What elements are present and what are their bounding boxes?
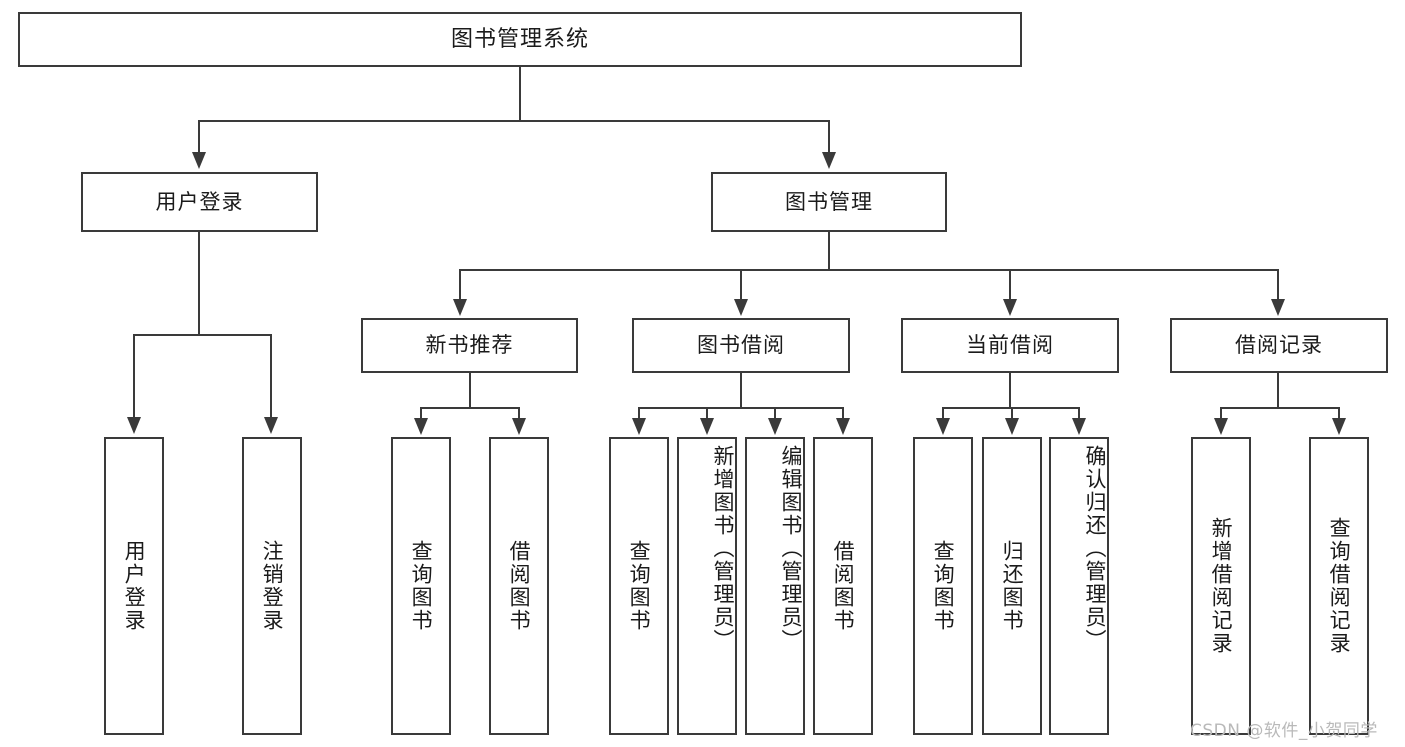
leaf-label: 编辑图书（管理员） xyxy=(779,445,803,652)
connector-user-login-bus xyxy=(133,334,271,336)
node-label: 用户登录 xyxy=(155,189,244,214)
leaf-bb-borrow-book[interactable]: 借阅图书 xyxy=(813,437,873,735)
connector-nbr-to-leaf-1 xyxy=(518,407,520,421)
connector-cb-stem xyxy=(1009,373,1011,409)
watermark-text: CSDN @软件_小贺同学 xyxy=(1190,721,1378,741)
node-label: 图书管理系统 xyxy=(450,26,589,52)
leaf-label: 查询图书 xyxy=(627,540,652,632)
node-borrow-record[interactable]: 借阅记录 xyxy=(1170,318,1388,373)
connector-bm-to-current-borrow xyxy=(1009,269,1011,302)
connector-root-stem xyxy=(519,67,521,121)
arrowhead-nbr-leaf-1 xyxy=(512,418,526,435)
connector-book-management-bus xyxy=(459,269,1278,271)
leaf-label: 借阅图书 xyxy=(831,540,856,632)
connector-cb-to-leaf-1 xyxy=(1011,407,1013,421)
leaf-label: 查询图书 xyxy=(931,540,956,632)
leaf-user-login[interactable]: 用户登录 xyxy=(104,437,164,735)
connector-nbr-bus xyxy=(420,407,520,409)
leaf-br-query-record[interactable]: 查询借阅记录 xyxy=(1309,437,1369,735)
arrowhead-nbr-leaf-0 xyxy=(414,418,428,435)
node-current-borrow[interactable]: 当前借阅 xyxy=(901,318,1119,373)
leaf-label: 新增借阅记录 xyxy=(1209,517,1234,655)
leaf-logout[interactable]: 注销登录 xyxy=(242,437,302,735)
connector-br-to-leaf-0 xyxy=(1220,407,1222,421)
arrowhead-br-leaf-0 xyxy=(1214,418,1228,435)
leaf-label: 用户登录 xyxy=(122,540,147,632)
arrowhead-cb-leaf-1 xyxy=(1005,418,1019,435)
leaf-label: 查询借阅记录 xyxy=(1327,517,1352,655)
connector-root-to-book-management xyxy=(828,120,830,155)
node-root-book-management-system[interactable]: 图书管理系统 xyxy=(18,12,1022,67)
node-label: 当前借阅 xyxy=(966,333,1054,358)
connector-bb-bus xyxy=(638,407,844,409)
connector-root-to-user-login xyxy=(198,120,200,155)
arrowhead-bb-leaf-2 xyxy=(768,418,782,435)
node-label: 借阅记录 xyxy=(1235,333,1323,358)
leaf-label: 借阅图书 xyxy=(507,540,532,632)
arrowhead-borrow-record xyxy=(1271,299,1285,316)
connector-bb-to-leaf-3 xyxy=(842,407,844,421)
connector-bb-stem xyxy=(740,373,742,409)
arrowhead-bb-leaf-1 xyxy=(700,418,714,435)
leaf-bb-edit-book-admin[interactable]: 编辑图书（管理员） xyxy=(745,437,805,735)
leaf-label: 新增图书（管理员） xyxy=(711,445,735,652)
connector-user-login-to-leaf-1 xyxy=(270,334,272,419)
arrowhead-user-login-leaf-0 xyxy=(127,417,141,434)
arrowhead-user-login-leaf-1 xyxy=(264,417,278,434)
node-label: 新书推荐 xyxy=(425,333,514,358)
connector-cb-bus xyxy=(942,407,1079,409)
node-book-borrow[interactable]: 图书借阅 xyxy=(632,318,850,373)
connector-user-login-to-leaf-0 xyxy=(133,334,135,419)
connector-bm-to-borrow-record xyxy=(1277,269,1279,302)
connector-cb-to-leaf-2 xyxy=(1078,407,1080,421)
node-label: 图书借阅 xyxy=(697,333,785,358)
leaf-label: 查询图书 xyxy=(409,540,434,632)
arrowhead-book-borrow xyxy=(734,299,748,316)
arrowhead-bb-leaf-3 xyxy=(836,418,850,435)
leaf-label: 注销登录 xyxy=(260,540,285,632)
arrowhead-bb-leaf-0 xyxy=(632,418,646,435)
arrowhead-cb-leaf-2 xyxy=(1072,418,1086,435)
connector-root-bus xyxy=(198,120,830,122)
arrowhead-to-user-login xyxy=(192,152,206,169)
connector-bb-to-leaf-0 xyxy=(638,407,640,421)
leaf-label: 确认归还（管理员） xyxy=(1083,445,1107,652)
connector-br-stem xyxy=(1277,373,1279,409)
connector-bm-to-book-borrow xyxy=(740,269,742,302)
arrowhead-current-borrow xyxy=(1003,299,1017,316)
connector-br-bus xyxy=(1220,407,1340,409)
leaf-nbr-borrow-book[interactable]: 借阅图书 xyxy=(489,437,549,735)
connector-user-login-stem xyxy=(198,232,200,335)
connector-br-to-leaf-1 xyxy=(1338,407,1340,421)
node-new-book-recommend[interactable]: 新书推荐 xyxy=(361,318,578,373)
connector-cb-to-leaf-0 xyxy=(942,407,944,421)
connector-nbr-stem xyxy=(469,373,471,409)
leaf-cb-query-book[interactable]: 查询图书 xyxy=(913,437,973,735)
leaf-br-add-record[interactable]: 新增借阅记录 xyxy=(1191,437,1251,735)
connector-bb-to-leaf-2 xyxy=(774,407,776,421)
node-user-login[interactable]: 用户登录 xyxy=(81,172,318,232)
arrowhead-br-leaf-1 xyxy=(1332,418,1346,435)
leaf-nbr-query-book[interactable]: 查询图书 xyxy=(391,437,451,735)
connector-nbr-to-leaf-0 xyxy=(420,407,422,421)
arrowhead-to-book-management xyxy=(822,152,836,169)
leaf-cb-return-book[interactable]: 归还图书 xyxy=(982,437,1042,735)
arrowhead-cb-leaf-0 xyxy=(936,418,950,435)
connector-bb-to-leaf-1 xyxy=(706,407,708,421)
leaf-bb-add-book-admin[interactable]: 新增图书（管理员） xyxy=(677,437,737,735)
leaf-label: 归还图书 xyxy=(1000,540,1025,632)
leaf-cb-confirm-return-admin[interactable]: 确认归还（管理员） xyxy=(1049,437,1109,735)
node-label: 图书管理 xyxy=(785,189,873,214)
node-book-management[interactable]: 图书管理 xyxy=(711,172,947,232)
arrowhead-new-book-recommend xyxy=(453,299,467,316)
connector-book-management-stem xyxy=(828,232,830,271)
leaf-bb-query-book[interactable]: 查询图书 xyxy=(609,437,669,735)
watermark-csdn: CSDN @软件_小贺同学 xyxy=(1190,716,1378,741)
connector-bm-to-new-book xyxy=(459,269,461,302)
